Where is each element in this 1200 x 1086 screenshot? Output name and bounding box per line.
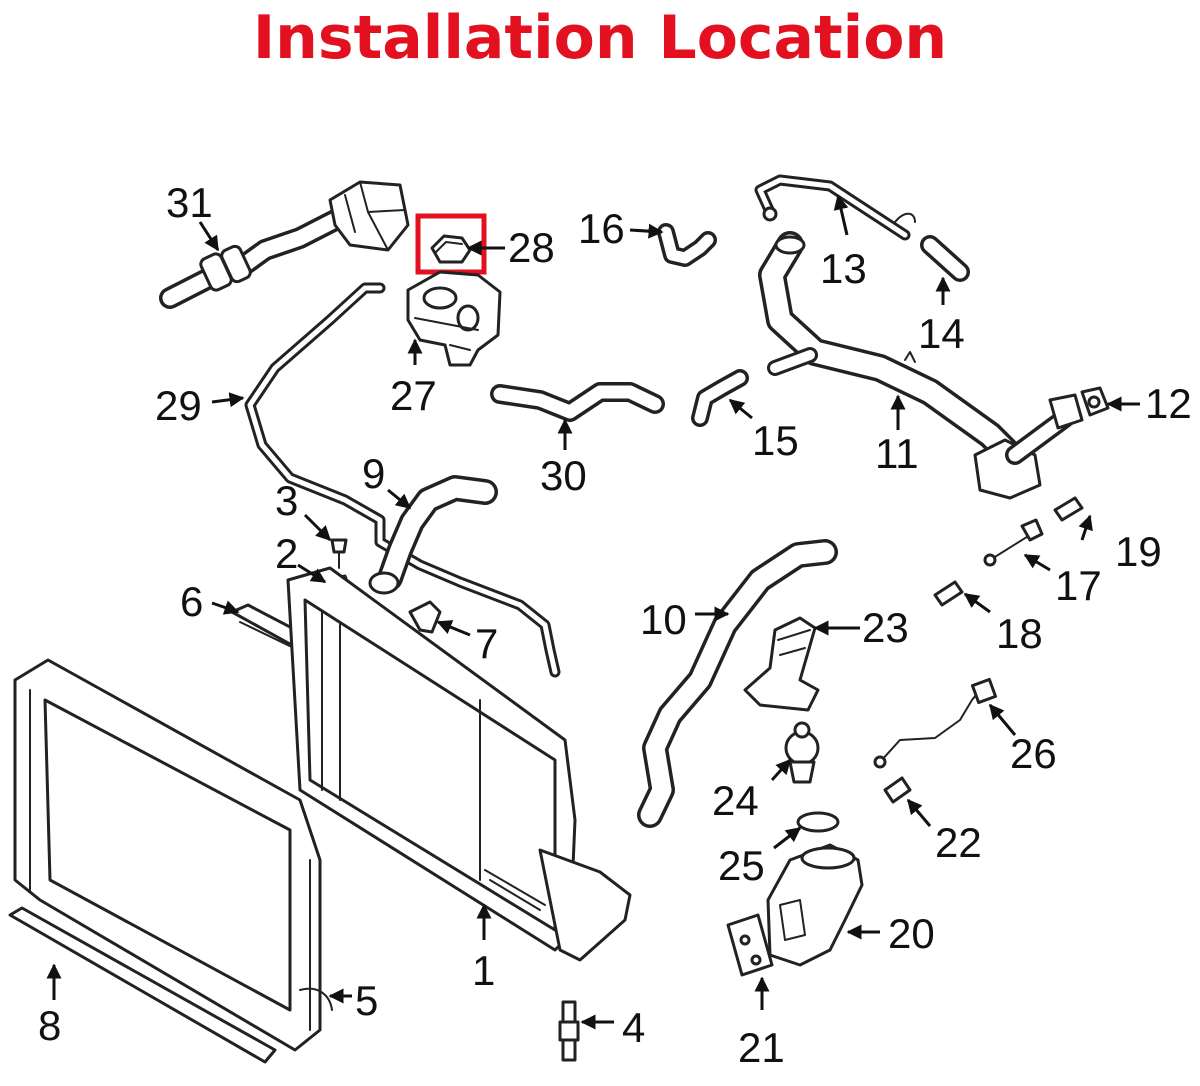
- callout-25: 25: [718, 842, 765, 889]
- callout-4: 4: [622, 1004, 645, 1051]
- part-21-gasket: [726, 913, 774, 977]
- part-19-bolt: [1053, 496, 1084, 522]
- part-26-sensor-lead: [873, 677, 998, 769]
- part-31-sensor-harness: [159, 180, 410, 309]
- part-22-sensor: [883, 776, 912, 804]
- callout-23: 23: [862, 604, 909, 651]
- part-3-screw: [330, 538, 348, 569]
- callout-24: 24: [712, 777, 759, 824]
- part-12-gasket: [1080, 386, 1110, 417]
- callout-30: 30: [540, 452, 587, 499]
- part-14-short-tube: [920, 235, 970, 282]
- callout-3: 3: [275, 477, 298, 524]
- part-1-radiator: [286, 566, 632, 962]
- callout-31: 31: [166, 179, 213, 226]
- part-29-long-hose: [244, 282, 561, 678]
- part-28-reservoir-cap: [415, 213, 487, 275]
- callout-18: 18: [996, 610, 1043, 657]
- part-18-bolt: [933, 580, 964, 607]
- callout-1: 1: [472, 947, 495, 994]
- part-16-small-hose: [657, 223, 717, 267]
- callout-15: 15: [752, 417, 799, 464]
- part-23-thermostat-housing: [743, 616, 820, 712]
- callout-26: 26: [1010, 730, 1057, 777]
- part-25-o-ring: [796, 811, 840, 833]
- part-4-drain-plug: [558, 1000, 580, 1062]
- callout-2: 2: [275, 530, 298, 577]
- part-8-lower-trim: [8, 906, 277, 1064]
- part-30-hose: [490, 382, 665, 422]
- part-10-lower-hose: [637, 539, 838, 828]
- callout-5: 5: [355, 977, 378, 1024]
- callout-17: 17: [1055, 562, 1102, 609]
- leader-arrows: [46, 194, 1140, 1030]
- part-17-temp-sensor: [983, 518, 1044, 567]
- callout-21: 21: [738, 1024, 785, 1071]
- page-title: Installation Location: [252, 3, 948, 73]
- part-15-elbow-hose: [691, 369, 749, 427]
- callout-27: 27: [390, 372, 437, 419]
- part-27-expansion-tank: [406, 270, 502, 367]
- callout-29: 29: [155, 382, 202, 429]
- callout-16: 16: [578, 205, 625, 252]
- callout-labels: 31 28 16 13 14 27 29 30 15 11 12 9 3 2 6…: [38, 179, 1192, 1071]
- callout-10: 10: [640, 596, 687, 643]
- part-20-outlet-housing: [766, 843, 864, 967]
- callout-11: 11: [875, 430, 919, 477]
- callout-28: 28: [508, 224, 555, 271]
- callout-13: 13: [820, 245, 867, 292]
- part-7-bracket: [408, 600, 442, 634]
- callout-20: 20: [888, 910, 935, 957]
- callout-9: 9: [362, 450, 385, 497]
- callout-19: 19: [1115, 528, 1162, 575]
- part-11-coolant-pipe: [758, 231, 1084, 500]
- part-13-metal-pipe: [754, 174, 916, 241]
- part-9-upper-hose: [368, 475, 498, 595]
- part-24-thermostat: [784, 721, 820, 784]
- callout-22: 22: [935, 819, 982, 866]
- callout-12: 12: [1145, 380, 1192, 427]
- callout-14: 14: [918, 310, 965, 357]
- callout-8: 8: [38, 1002, 61, 1049]
- callout-6: 6: [180, 578, 203, 625]
- callout-7: 7: [475, 620, 498, 667]
- part-5-shroud: [13, 658, 333, 1052]
